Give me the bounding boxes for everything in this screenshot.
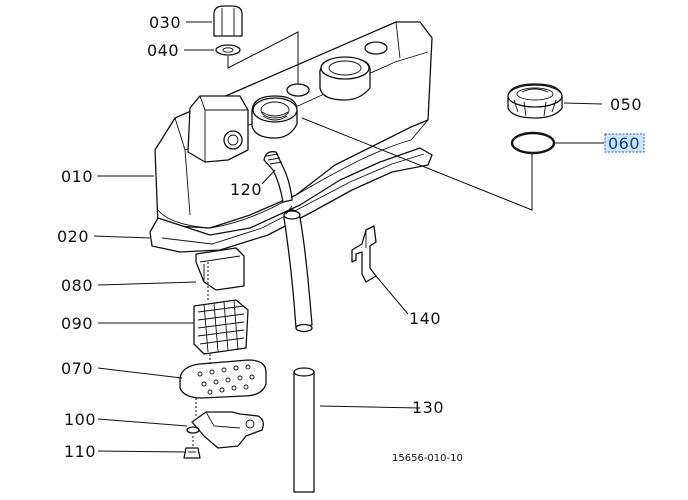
callout-020[interactable]: 020 <box>57 227 89 246</box>
drawing-code: 15656-010-10 <box>392 453 463 464</box>
selection-highlight <box>604 133 645 153</box>
callout-130[interactable]: 130 <box>412 398 444 417</box>
callout-040[interactable]: 040 <box>147 41 179 60</box>
callout-070[interactable]: 070 <box>61 359 93 378</box>
filler-cap-050[interactable] <box>507 83 563 119</box>
callout-060-selected[interactable]: 060 <box>608 134 640 153</box>
callout-030[interactable]: 030 <box>149 13 181 32</box>
callout-010[interactable]: 010 <box>61 167 93 186</box>
breather-hose-120[interactable] <box>263 151 293 203</box>
filter-element-090[interactable] <box>193 299 249 355</box>
bracket-100[interactable] <box>186 411 264 449</box>
o-ring-060[interactable] <box>510 131 556 155</box>
hose-130[interactable] <box>283 209 315 493</box>
callout-110[interactable]: 110 <box>64 442 96 461</box>
leader-lines <box>93 21 604 453</box>
callout-100[interactable]: 100 <box>64 410 96 429</box>
callout-090[interactable]: 090 <box>61 314 93 333</box>
callout-120[interactable]: 120 <box>230 180 262 199</box>
bolt-110[interactable] <box>183 447 201 459</box>
plate-070[interactable] <box>179 359 267 399</box>
callout-080[interactable]: 080 <box>61 276 93 295</box>
callout-140[interactable]: 140 <box>409 309 441 328</box>
baffle-080[interactable] <box>195 247 245 291</box>
callout-050[interactable]: 050 <box>610 95 642 114</box>
valve-cover-010[interactable] <box>154 21 433 229</box>
gasket-020[interactable] <box>149 147 433 253</box>
clip-140[interactable] <box>351 225 377 283</box>
washer-040[interactable] <box>215 44 241 56</box>
plug-030[interactable] <box>213 5 243 37</box>
